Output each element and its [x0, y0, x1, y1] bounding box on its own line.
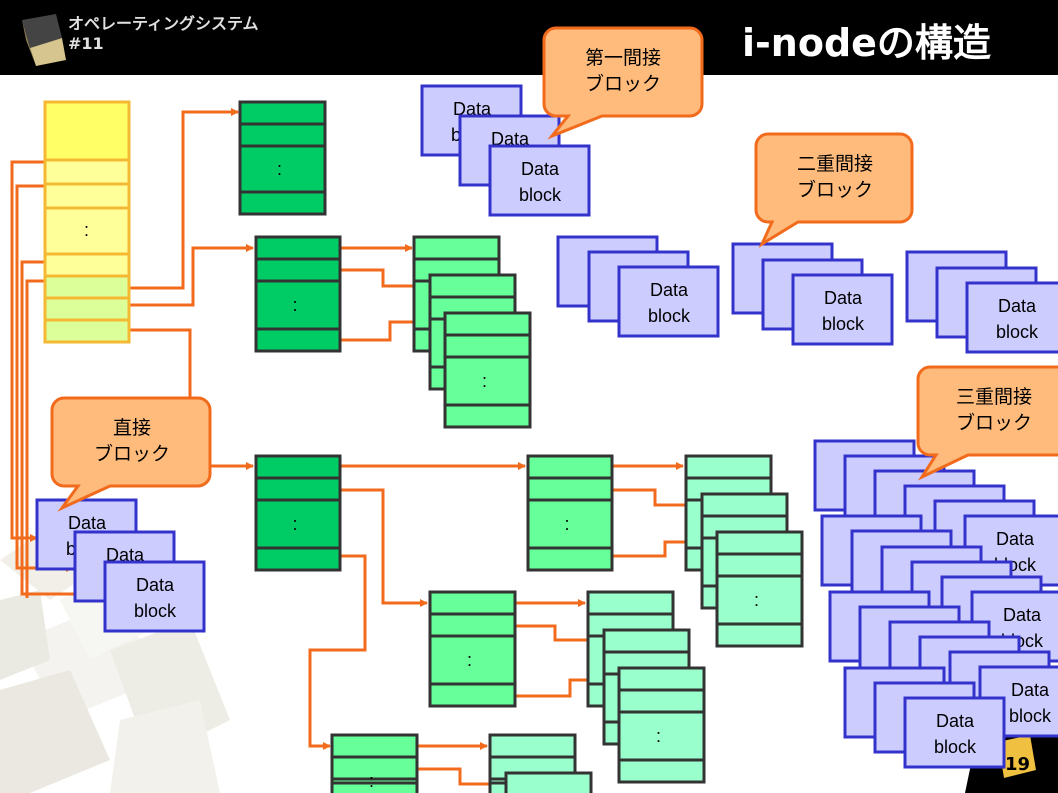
data-block-label-line2: block [648, 306, 691, 326]
data-block-label-line1: Data [453, 99, 492, 119]
pointer-block: : [526, 454, 614, 572]
callout-double-indirect-line2: ブロック [797, 178, 873, 201]
data-block: Data block [965, 281, 1058, 354]
data-block-label-line1: Data [824, 288, 863, 308]
block-ellipsis: : [292, 514, 297, 534]
pointer-block: : [254, 235, 342, 353]
page-number: 19 [1005, 754, 1030, 775]
callout-double-indirect-line1: 二重間接 [797, 153, 873, 175]
callout-single-indirect: 第一間接 ブロック [542, 26, 704, 140]
block-ellipsis: : [564, 514, 569, 534]
callout-triple-indirect: 三重間接 ブロック [916, 365, 1058, 481]
pointer-block: : [617, 666, 706, 784]
pointer-block: : [238, 100, 327, 216]
data-block-label-line2: block [1009, 706, 1052, 726]
block-ellipsis: : [482, 371, 487, 391]
pointer-block: : [254, 454, 342, 572]
block-ellipsis: : [277, 159, 282, 179]
data-block-label-line1: Data [136, 575, 175, 595]
data-block-label-line2: block [134, 601, 177, 621]
data-block-label-line1: Data [106, 545, 145, 565]
callout-double-indirect: 二重間接 ブロック [754, 132, 914, 248]
data-block-label-line1: Data [68, 513, 107, 533]
data-block: Data block [488, 144, 591, 217]
lecture-number: #11 [68, 34, 104, 53]
callout-single-indirect-line1: 第一間接 [585, 47, 661, 69]
pointer-block: : [715, 530, 804, 648]
callout-direct: 直接 ブロック [50, 396, 212, 512]
callout-triple-indirect-line1: 三重間接 [956, 386, 1032, 408]
callout-triple-indirect-line2: ブロック [956, 411, 1032, 434]
data-block-label-line1: Data [936, 711, 975, 731]
block-ellipsis: : [292, 295, 297, 315]
pointer-blocks: :::::::::::::::: [238, 100, 804, 793]
block-ellipsis: : [467, 650, 472, 670]
data-block-label-line1: Data [650, 280, 689, 300]
block-ellipsis: : [369, 771, 374, 791]
pointer-arrows [10, 108, 715, 788]
pointer-block [504, 771, 593, 793]
data-block: Data block [791, 273, 894, 346]
title-bar: オペレーティングシステム #11 i-nodeの構造 [0, 0, 1058, 75]
inode-ellipsis: : [84, 220, 89, 240]
data-block-label-line1: Data [491, 129, 530, 149]
data-block-label-line1: Data [996, 529, 1035, 549]
data-block-label-line2: block [822, 314, 865, 334]
cube-logo-icon [22, 14, 66, 66]
data-block-label-line1: Data [521, 159, 560, 179]
pointer-block: : [443, 311, 532, 429]
slide-title: i-nodeの構造 [742, 21, 991, 65]
data-block-label-line2: block [996, 322, 1039, 342]
pointer-block: : [428, 590, 517, 708]
block-ellipsis: : [754, 590, 759, 610]
data-block-label-line1: Data [1003, 605, 1042, 625]
block-ellipsis: : [656, 726, 661, 746]
callout-direct-line1: 直接 [113, 417, 151, 439]
data-block-label-line1: Data [998, 296, 1037, 316]
data-block: Data block [617, 265, 720, 338]
data-block: Data block [103, 560, 206, 633]
data-block: Data block [903, 696, 1006, 769]
pointer-block: : [330, 733, 419, 793]
course-name: オペレーティングシステム [68, 14, 259, 33]
data-block-label-line2: block [519, 185, 562, 205]
inode-block: : [43, 100, 131, 344]
callout-single-indirect-line2: ブロック [585, 72, 661, 95]
data-block-label-line2: block [934, 737, 977, 757]
data-block-label-line1: Data [1011, 680, 1050, 700]
callout-direct-line2: ブロック [94, 442, 170, 465]
